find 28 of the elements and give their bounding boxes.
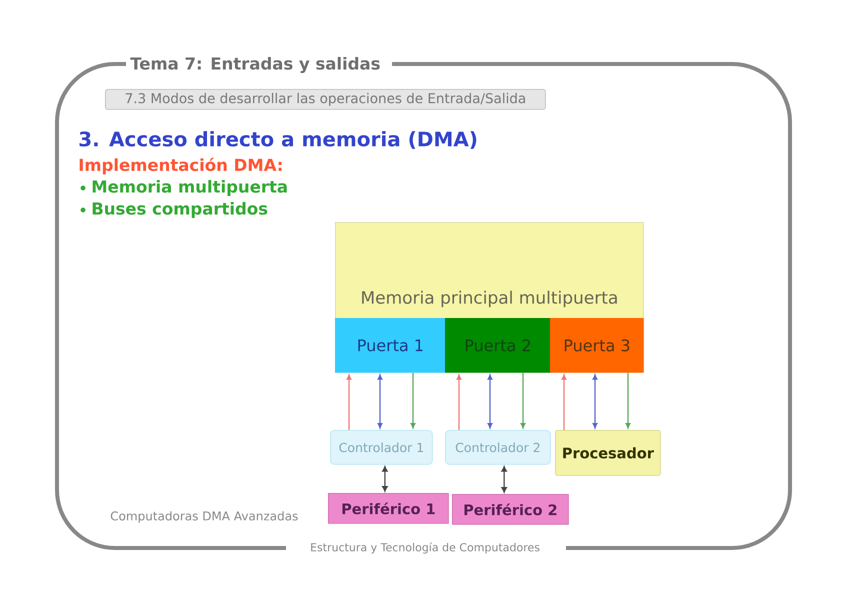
bullet-text: Memoria multipuerta: [92, 180, 287, 196]
arrow: [520, 372, 526, 428]
processor-box: Procesador: [555, 430, 661, 476]
note-text: Computadoras DMA Avanzadas: [110, 511, 298, 523]
footer-text: Estructura y Tecnología de Computadores: [304, 541, 546, 555]
arrow: [626, 372, 630, 428]
peripheral-box: Periférico 2: [452, 494, 569, 525]
arrow: [346, 374, 352, 430]
port-box: Puerta 1: [335, 318, 446, 373]
port-box: Puerta 2: [445, 318, 551, 373]
controller-box: Controlador 1: [330, 430, 433, 465]
subheading: Implementación DMA:: [80, 158, 282, 174]
controller-box: Controlador 2: [445, 430, 551, 465]
arrow: [410, 372, 416, 428]
title: 3. Acceso directo a memoria (DMA): [80, 131, 476, 149]
arrow: [456, 374, 462, 430]
arrow: [488, 374, 492, 428]
arrow: [378, 374, 382, 428]
bullet-text: Buses compartidos: [92, 202, 268, 218]
peripheral-box: Periférico 1: [328, 493, 449, 524]
arrow: [562, 374, 566, 430]
arrow: [592, 374, 598, 428]
arrow: [501, 466, 508, 493]
arrow: [382, 466, 388, 492]
subtitle-box: 7.3 Modos de desarrollar las operaciones de Entrada/Salida: [105, 89, 546, 110]
memory-box: Memoria principal multipuerta: [335, 222, 644, 319]
section-heading: Tema 7: Entradas y salidas: [130, 56, 380, 74]
port-box: Puerta 3: [550, 318, 644, 373]
